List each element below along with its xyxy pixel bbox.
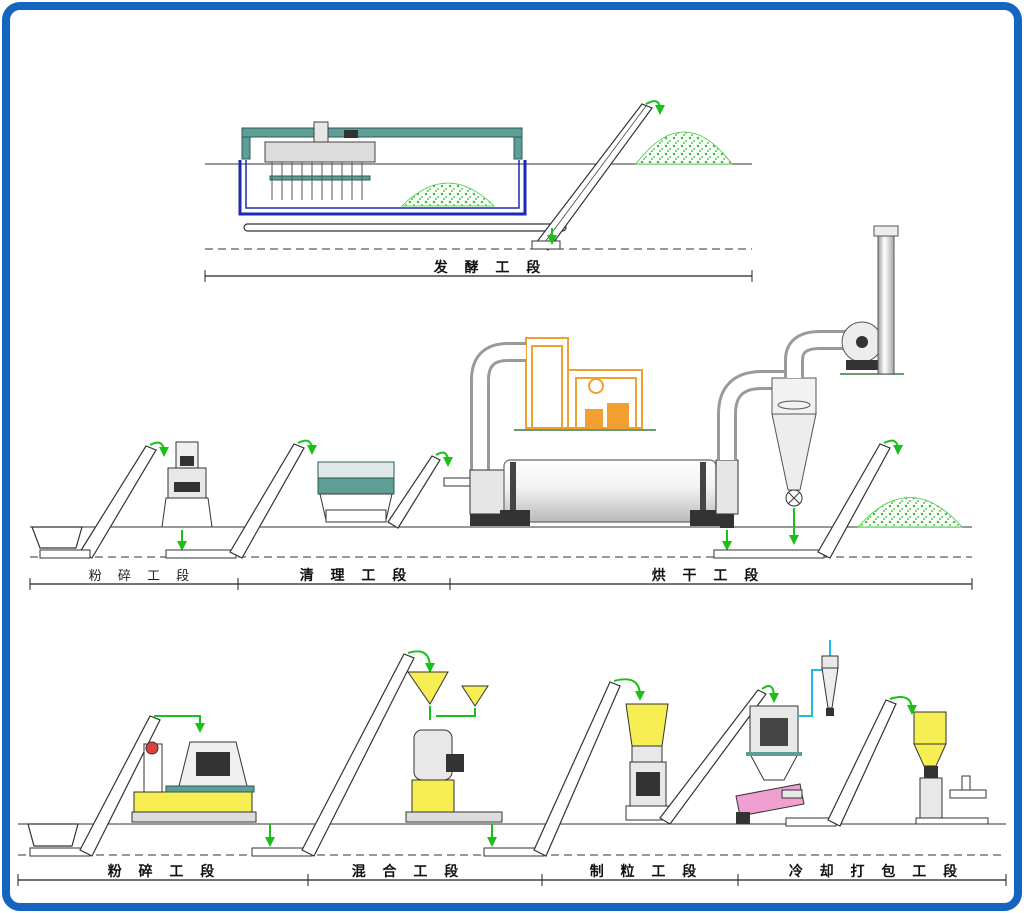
stage-label-fermentation: 发 酵 工 段	[433, 259, 547, 276]
stage-label-crush-2: 粉 碎 工 段	[108, 863, 221, 880]
row3-section: 粉 碎 工 段 混 合 工 段 制 粒 工 段 冷 却 打 包 工 段	[17, 640, 1007, 886]
conveyor-6	[251, 653, 415, 857]
conveyor-5	[29, 715, 161, 857]
fine-crusher	[133, 741, 255, 813]
feed-pit	[27, 823, 79, 847]
conveyor-4	[713, 443, 891, 559]
rotary-screener	[735, 783, 805, 824]
drum-inlet-hood	[469, 469, 505, 515]
row2-section: 粉 碎 工 段 清 理 工 段 烘 干 工 段	[29, 225, 973, 590]
conveyor-1	[39, 445, 157, 559]
conveyor-8	[659, 689, 767, 825]
drum-outlet-hood	[715, 459, 739, 515]
turner-motor	[313, 121, 329, 143]
rotary-drum-dryer	[503, 459, 717, 523]
stage-label-cooling-packing: 冷 却 打 包 工 段	[789, 863, 963, 880]
conveyor-9	[785, 699, 897, 827]
fermentation-tank	[238, 160, 527, 216]
stage-label-mixing: 混 合 工 段	[352, 863, 465, 880]
flow-arrow	[645, 100, 665, 115]
stage-label-pelletizing: 制 粒 工 段	[590, 863, 703, 880]
cyclone-separator	[771, 377, 817, 507]
conveyor-7	[483, 681, 621, 857]
counterflow-cooler	[746, 705, 802, 781]
screw-conveyor	[405, 811, 503, 823]
feed-pit	[31, 526, 83, 549]
stage-label-crush-1: 粉 碎 工 段	[89, 569, 195, 584]
turner-rail	[241, 127, 523, 138]
screening-machine	[317, 461, 395, 523]
turner-tines	[271, 162, 363, 200]
compost-pile	[401, 182, 495, 207]
mixer	[411, 729, 464, 813]
conveyor-2	[165, 443, 305, 559]
additive-hopper	[461, 685, 489, 707]
fermentation-section: 发 酵 工 段	[204, 100, 753, 282]
conveyor-3	[387, 455, 441, 529]
crusher-machine	[161, 441, 213, 528]
bucket-elevator	[531, 103, 653, 251]
hot-air-furnace	[525, 337, 643, 429]
compost-turner	[264, 141, 376, 163]
pellet-mill	[625, 703, 671, 821]
fermented-pile	[635, 131, 733, 165]
packing-machine	[913, 711, 989, 825]
stage-label-drying: 烘 干 工 段	[652, 567, 765, 584]
screw-conveyor	[131, 811, 257, 823]
chimney	[877, 233, 895, 375]
air-duct	[798, 669, 828, 717]
dried-pile	[857, 497, 963, 528]
belt-conveyor	[243, 223, 567, 232]
induced-draft-fan	[841, 321, 883, 370]
cooler-cyclone	[821, 655, 839, 716]
stage-label-cleaning: 清 理 工 段	[300, 567, 413, 584]
batching-hopper	[407, 671, 449, 705]
